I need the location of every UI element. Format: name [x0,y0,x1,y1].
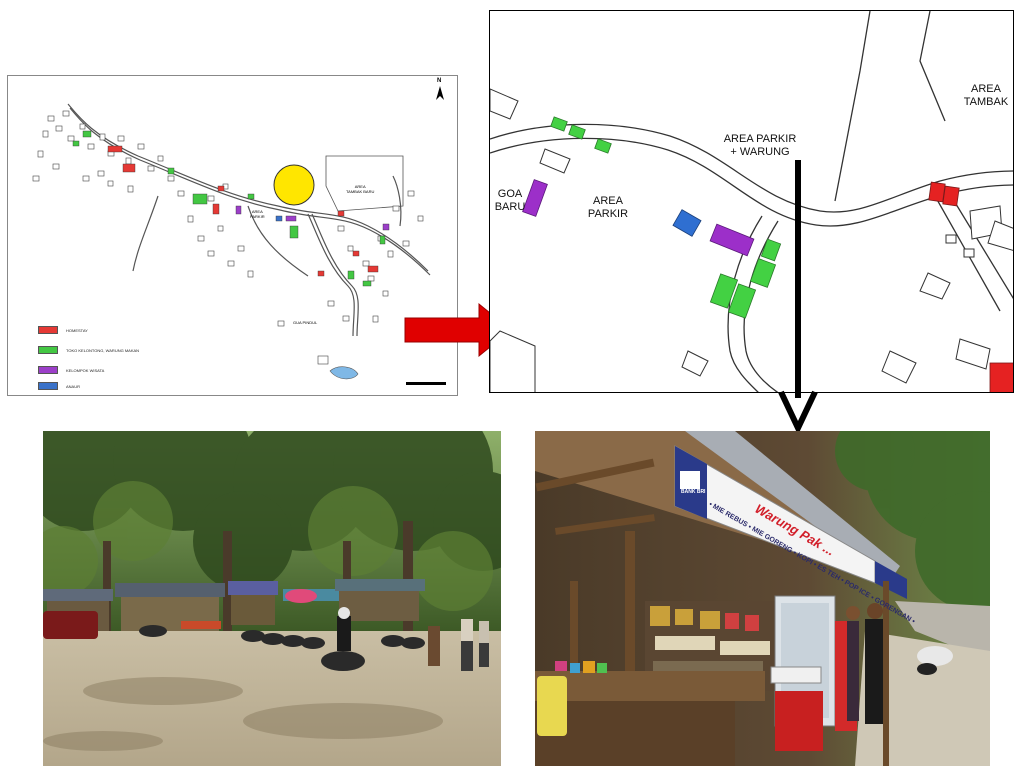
legend-label: TOKO KELONTONG, WARUNG MAKAN [66,347,140,353]
legend-item-anaur: ANAUR [38,382,80,390]
overview-map-drawing [32,86,446,385]
label-area-parkir: AREA PARKIR [587,195,629,220]
legend-swatch-green [38,346,58,354]
legend-label: HOMESTAY [66,327,88,333]
legend-item-homestay: HOMESTAY [38,326,88,334]
label-goa-baru: GOA BARU [494,188,526,213]
legend-swatch-purple [38,366,58,374]
label-area-parkir-warung: AREA PARKIR + WARUNG [723,133,797,158]
parking-photo-drawing [43,431,501,766]
overview-label-parkir: AREA PARKIR [250,209,265,219]
north-label: N [437,78,442,84]
legend-label: ANAUR [66,383,81,389]
overview-label-tambak: AREA TAMBAK BARU [346,184,375,194]
overview-label-goa: GUA PINDUL [293,320,318,325]
legend-swatch-blue [38,382,58,390]
warung-photo-drawing [535,431,990,766]
legend-item-toko: TOKO KELONTONG, WARUNG MAKAN [38,346,139,354]
detail-map: AREA PARKIR + WARUNG AREA TAMBAK GOA BAR… [489,10,1014,393]
bank-brand-label: BANK BRI [681,489,706,495]
detail-map-drawing [490,11,1013,392]
legend-item-kelompok: KELOMPOK WISATA [38,366,104,374]
highlight-circle [273,164,315,206]
overview-map: AREA TAMBAK BARU AREA PARKIR GUA PINDUL … [7,75,458,396]
label-area-tambak: AREA TAMBAK [963,83,1009,108]
warung-shop-photo: BANK BRI Warung Pak ... • MIE REBUS • MI… [535,431,990,766]
legend-label: KELOMPOK WISATA [66,367,105,373]
legend-swatch-red [38,326,58,334]
black-arrow-icon [778,160,818,432]
parking-area-photo [43,431,501,766]
